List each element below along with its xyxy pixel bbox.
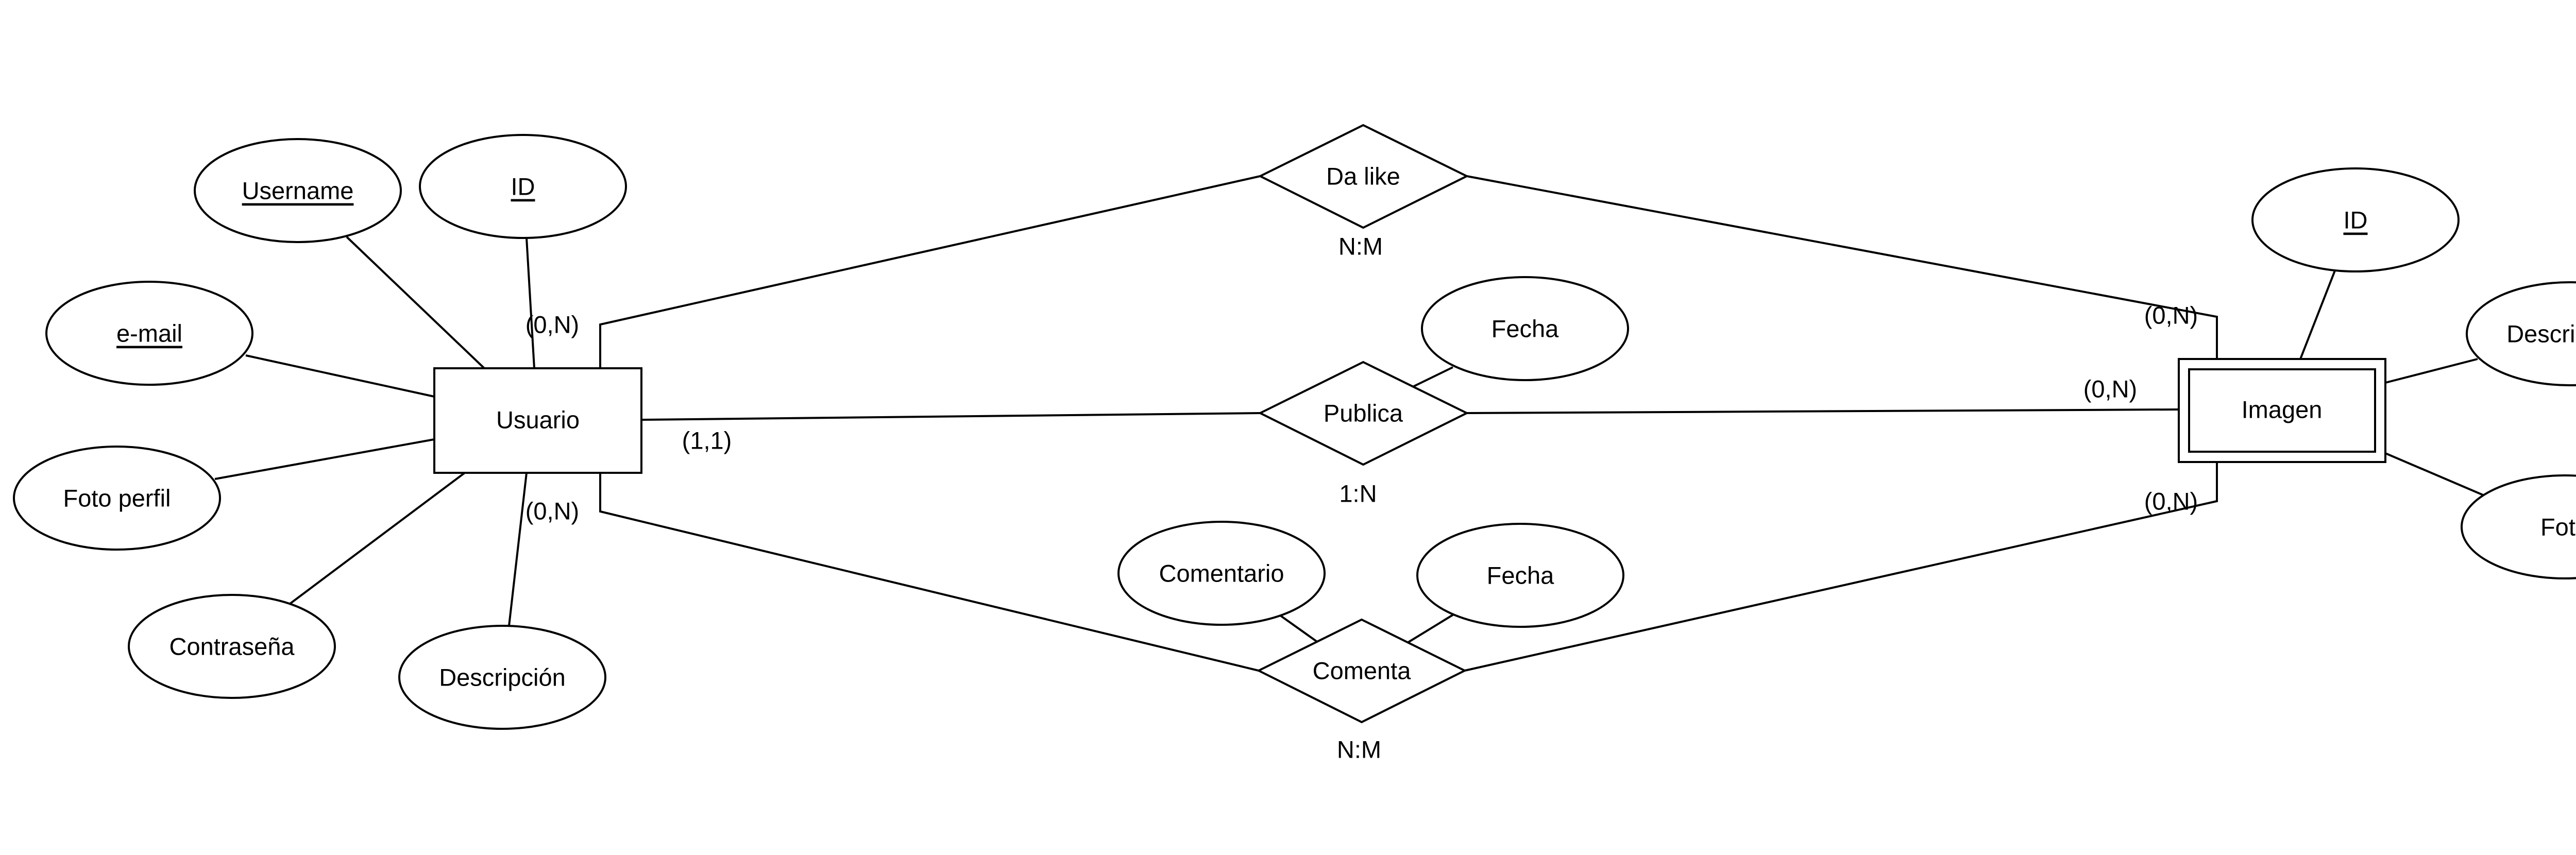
attribute-comentario[interactable]: Comentario — [1117, 521, 1326, 626]
attribute-usuario-id-label: ID — [511, 173, 535, 200]
cardinality-usuario-da-like: (0,N) — [526, 311, 579, 338]
connector-foto-perfil — [214, 438, 435, 480]
connector-email — [245, 354, 435, 398]
relationship-comenta[interactable]: Comenta — [1256, 618, 1467, 724]
cardinality-da-like-ratio: N:M — [1338, 233, 1383, 260]
connector-usuario-da-like — [599, 175, 1261, 368]
relationship-publica-label: Publica — [1324, 400, 1403, 427]
attribute-usuario-descripcion[interactable]: Descripción — [398, 625, 606, 730]
attribute-foto-perfil[interactable]: Foto perfil — [13, 446, 221, 551]
cardinality-comenta-ratio: N:M — [1337, 736, 1381, 763]
attribute-foto-perfil-label: Foto perfil — [63, 485, 171, 512]
attribute-comentario-label: Comentario — [1159, 560, 1284, 587]
attribute-email[interactable]: e-mail — [45, 281, 253, 386]
attribute-imagen-id-label: ID — [2344, 207, 2368, 234]
attribute-foto[interactable]: Foto — [2461, 474, 2576, 579]
connector-comenta-imagen — [1464, 462, 2218, 672]
connector-usuario-id — [526, 237, 535, 369]
connector-da-like-imagen — [1466, 175, 2218, 361]
connector-imagen-id — [2299, 269, 2336, 360]
cardinality-usuario-comenta: (0,N) — [526, 498, 579, 525]
attribute-contrasena-label: Contraseña — [170, 633, 295, 660]
connector-foto — [2385, 452, 2488, 498]
entity-usuario-label: Usuario — [496, 406, 580, 434]
cardinality-publica-ratio: 1:N — [1339, 480, 1377, 507]
attribute-publica-fecha-label: Fecha — [1492, 315, 1559, 343]
cardinality-imagen-da-like: (0,N) — [2144, 302, 2198, 329]
connector-publica-fecha — [1411, 366, 1453, 388]
connector-comenta-fecha — [1405, 613, 1455, 644]
attribute-usuario-descripcion-label: Descripción — [439, 664, 566, 691]
relationship-comenta-label: Comenta — [1313, 657, 1412, 685]
entity-usuario[interactable]: Usuario — [433, 367, 642, 474]
attribute-imagen-descripcion-label: Descripción — [2506, 320, 2576, 348]
connectors — [214, 175, 2488, 672]
entity-imagen-label: Imagen — [2242, 396, 2323, 423]
connector-publica-imagen — [1466, 408, 2179, 414]
attribute-usuario-id[interactable]: ID — [419, 134, 627, 239]
cardinality-usuario-publica: (1,1) — [682, 427, 732, 454]
attribute-comenta-fecha-label: Fecha — [1487, 562, 1554, 589]
attribute-foto-label: Foto — [2540, 514, 2576, 541]
attribute-username-label: Username — [242, 177, 354, 204]
connector-usuario-publica — [641, 412, 1261, 421]
connector-contrasena — [289, 472, 466, 605]
connector-username — [346, 236, 485, 369]
attribute-imagen-descripcion[interactable]: Descripción — [2466, 281, 2576, 386]
entity-imagen[interactable]: Imagen — [2178, 358, 2386, 463]
connector-comenta-comentario — [1279, 614, 1319, 643]
relationship-publica[interactable]: Publica — [1258, 361, 1469, 466]
connector-usuario-comenta — [599, 473, 1259, 672]
attribute-username[interactable]: Username — [194, 138, 402, 243]
connector-usuario-descripcion — [508, 472, 528, 626]
relationship-da-like-label: Da like — [1326, 163, 1400, 190]
attribute-publica-fecha[interactable]: Fecha — [1421, 276, 1629, 381]
cardinality-imagen-publica: (0,N) — [2083, 375, 2137, 403]
attribute-comenta-fecha[interactable]: Fecha — [1416, 523, 1624, 628]
attribute-contrasena[interactable]: Contraseña — [128, 594, 336, 699]
cardinality-imagen-comenta: (0,N) — [2144, 488, 2198, 515]
cardinality-labels: N:M 1:N N:M (0,N) (1,1) (0,N) (0,N) (0,N… — [526, 233, 2198, 763]
attribute-email-label: e-mail — [116, 320, 182, 347]
relationship-da-like[interactable]: Da like — [1258, 124, 1469, 229]
attribute-imagen-id[interactable]: ID — [2251, 167, 2460, 272]
connector-imagen-descripcion — [2385, 358, 2478, 384]
